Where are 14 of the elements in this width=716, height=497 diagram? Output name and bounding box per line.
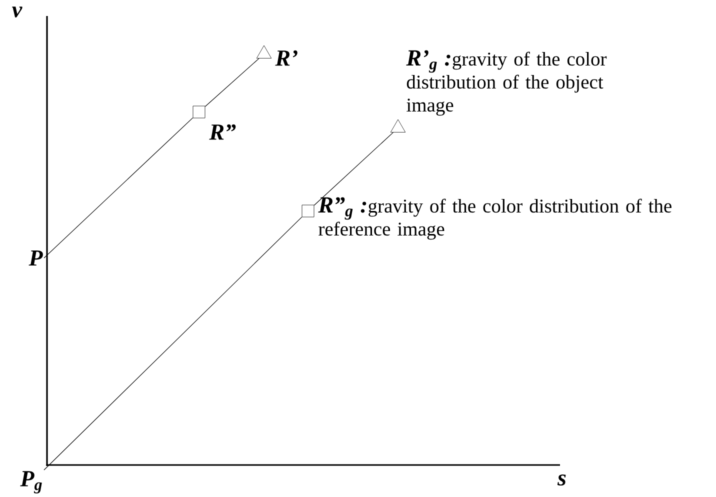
point-label: R” xyxy=(209,124,236,140)
triangle-marker xyxy=(256,45,272,58)
point-label: R’ xyxy=(275,50,298,66)
line xyxy=(314,132,394,206)
line xyxy=(44,216,302,470)
axis-label: s xyxy=(557,474,566,486)
square-marker xyxy=(302,204,314,218)
point-label: P$_{g}$ xyxy=(20,471,42,494)
line xyxy=(44,118,194,258)
line xyxy=(204,58,260,107)
triangle-marker xyxy=(390,119,406,132)
square-marker xyxy=(192,106,206,118)
point-label: P xyxy=(28,250,43,266)
axis-label: v xyxy=(12,6,22,18)
